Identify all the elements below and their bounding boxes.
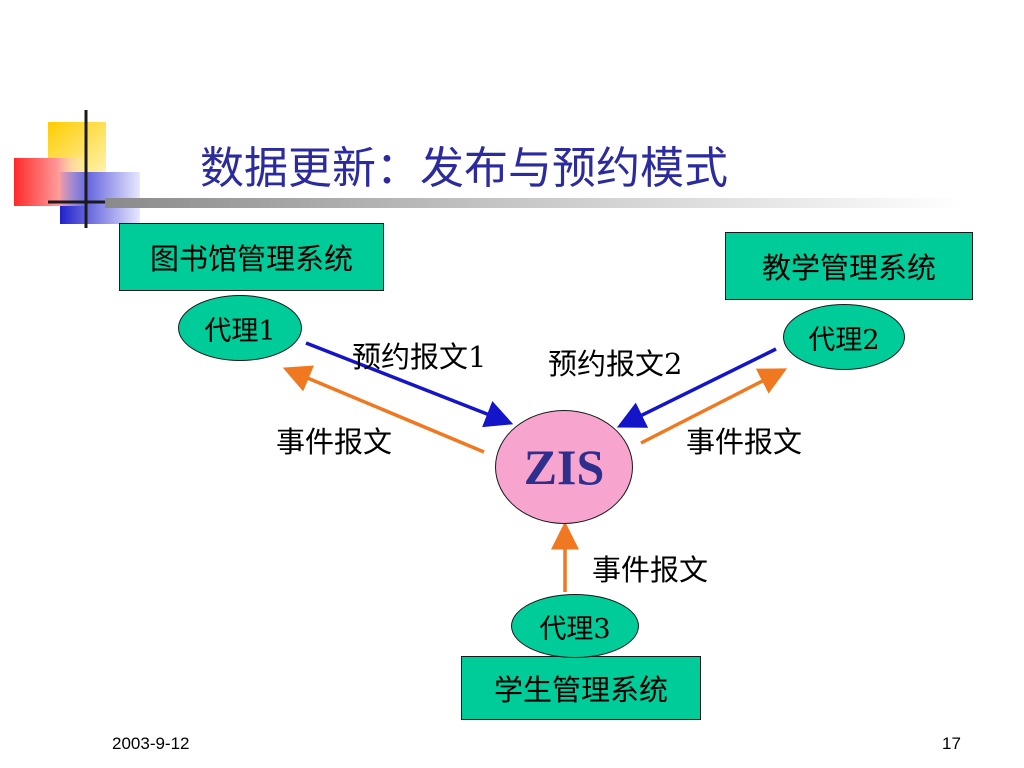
- library-system-box: 图书馆管理系统: [119, 223, 384, 291]
- red-square: [14, 158, 88, 206]
- teaching-system-box: 教学管理系统: [725, 232, 973, 300]
- student-system-box: 学生管理系统: [461, 656, 701, 720]
- event-to-agent2-arrow: [640, 368, 788, 445]
- event-bottom-label: 事件报文: [592, 553, 709, 587]
- slide-title: 数据更新：发布与预约模式: [200, 143, 728, 194]
- subscribe2-label: 预约报文2: [548, 347, 683, 381]
- event-right-label: 事件报文: [686, 425, 803, 459]
- zis-hub-ellipse: ZIS: [495, 410, 633, 524]
- event-to-agent1-arrow: [282, 365, 485, 454]
- subscribe1-arrow: [305, 341, 514, 428]
- agent1-ellipse: 代理1: [178, 295, 302, 361]
- subscribe2-arrow: [616, 347, 777, 428]
- agent3-ellipse: 代理3: [511, 594, 639, 658]
- slide-page-number: 17: [942, 734, 961, 753]
- event-left-label: 事件报文: [276, 425, 393, 459]
- slide-date: 2003-9-12: [112, 734, 190, 753]
- agent2-ellipse: 代理2: [783, 304, 905, 370]
- subscribe1-label: 预约报文1: [352, 340, 487, 374]
- title-underline: [105, 198, 965, 208]
